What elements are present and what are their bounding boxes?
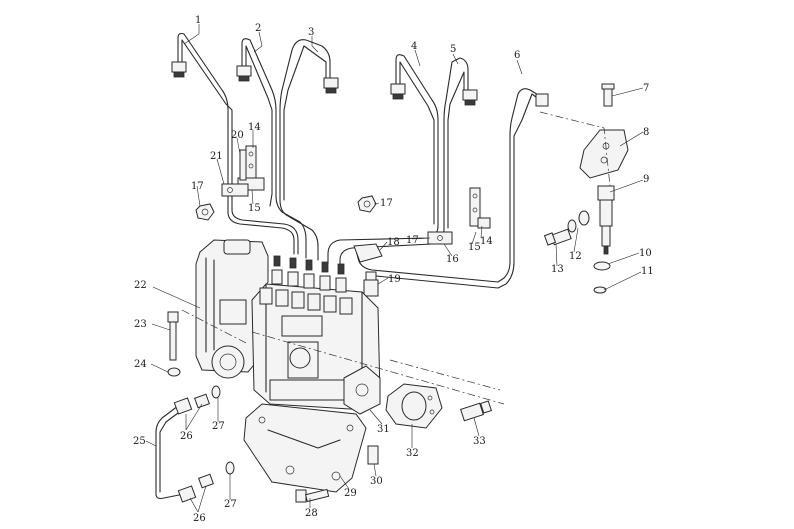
callout-25: 25 <box>133 436 146 447</box>
banjo-12 <box>567 210 590 233</box>
nut-17-left <box>195 203 215 221</box>
fuel-pipe-3 <box>279 39 339 261</box>
washer-11 <box>593 286 607 294</box>
banjo-bolt-26-upper <box>194 393 210 409</box>
stud-30 <box>367 445 379 465</box>
nut-17-center <box>357 195 377 213</box>
callout-30: 30 <box>370 476 383 487</box>
bolt-23 <box>167 311 179 361</box>
callout-15-left: 15 <box>248 203 261 214</box>
callout-2: 2 <box>255 23 261 34</box>
banjo-bolt-13 <box>543 228 572 246</box>
callout-15-right: 15 <box>468 242 481 253</box>
callout-27-lower: 27 <box>224 499 237 510</box>
callout-31: 31 <box>377 424 390 435</box>
callout-29: 29 <box>344 488 357 499</box>
callout-22: 22 <box>134 280 147 291</box>
fuel-pipe-1 <box>171 32 299 255</box>
flange-32 <box>385 383 443 429</box>
callout-19: 19 <box>388 274 401 285</box>
callout-20: 20 <box>231 130 244 141</box>
callout-10: 10 <box>639 248 652 259</box>
callout-labels: 1 2 3 4 5 6 7 8 9 10 11 12 13 14 14 15 1… <box>133 15 654 524</box>
callout-14-left: 14 <box>248 122 261 133</box>
fuel-pipe-6 <box>355 88 549 289</box>
callout-21: 21 <box>210 151 223 162</box>
coupling-31 <box>343 365 381 415</box>
callout-17-center: 17 <box>380 198 393 209</box>
delivery-valves <box>259 255 353 315</box>
injector-stud-7 <box>601 83 615 107</box>
callout-27-upper: 27 <box>212 421 225 432</box>
callout-17-left: 17 <box>191 181 204 192</box>
callout-4: 4 <box>411 41 417 52</box>
pipe-clamp-right <box>427 187 491 245</box>
callout-5: 5 <box>450 44 456 55</box>
washer-27-upper <box>211 385 221 399</box>
callout-17-right: 17 <box>406 235 419 246</box>
injector-9 <box>597 185 615 255</box>
callout-9: 9 <box>643 174 649 185</box>
fuel-pipe-5 <box>339 57 478 269</box>
callout-26-lower: 26 <box>193 513 206 524</box>
callout-24: 24 <box>134 359 147 370</box>
callout-8: 8 <box>643 127 649 138</box>
pipe-clamp-left <box>221 145 265 197</box>
callout-3: 3 <box>308 27 314 38</box>
washer-10 <box>593 261 611 271</box>
callout-16: 16 <box>446 254 459 265</box>
callout-11: 11 <box>641 266 654 277</box>
banjo-bolt-19 <box>363 271 379 297</box>
callout-6: 6 <box>514 50 520 61</box>
injector-clamp-8 <box>579 129 629 179</box>
governor-housing <box>195 239 269 379</box>
bolt-28 <box>295 488 330 503</box>
fuel-pipe-4 <box>327 54 439 265</box>
callout-23: 23 <box>134 319 147 330</box>
leader-lines <box>145 24 644 513</box>
banjo-bolt-26-lower <box>198 473 214 489</box>
callout-13: 13 <box>551 264 564 275</box>
bracket-18 <box>353 243 383 263</box>
callout-7: 7 <box>643 83 649 94</box>
callout-1: 1 <box>195 15 201 26</box>
callout-28: 28 <box>305 508 318 519</box>
callout-18: 18 <box>387 237 400 248</box>
callout-12: 12 <box>569 251 582 262</box>
sensor-33 <box>460 400 492 422</box>
fuel-pipe-2 <box>236 38 307 259</box>
callout-14-right: 14 <box>480 236 493 247</box>
washer-24 <box>167 367 181 377</box>
return-pipe-25 <box>155 397 197 503</box>
mounting-bracket-29 <box>243 403 367 493</box>
callout-33: 33 <box>473 436 486 447</box>
callout-32: 32 <box>406 448 419 459</box>
washer-27-lower <box>225 461 235 475</box>
callout-26-upper: 26 <box>180 431 193 442</box>
